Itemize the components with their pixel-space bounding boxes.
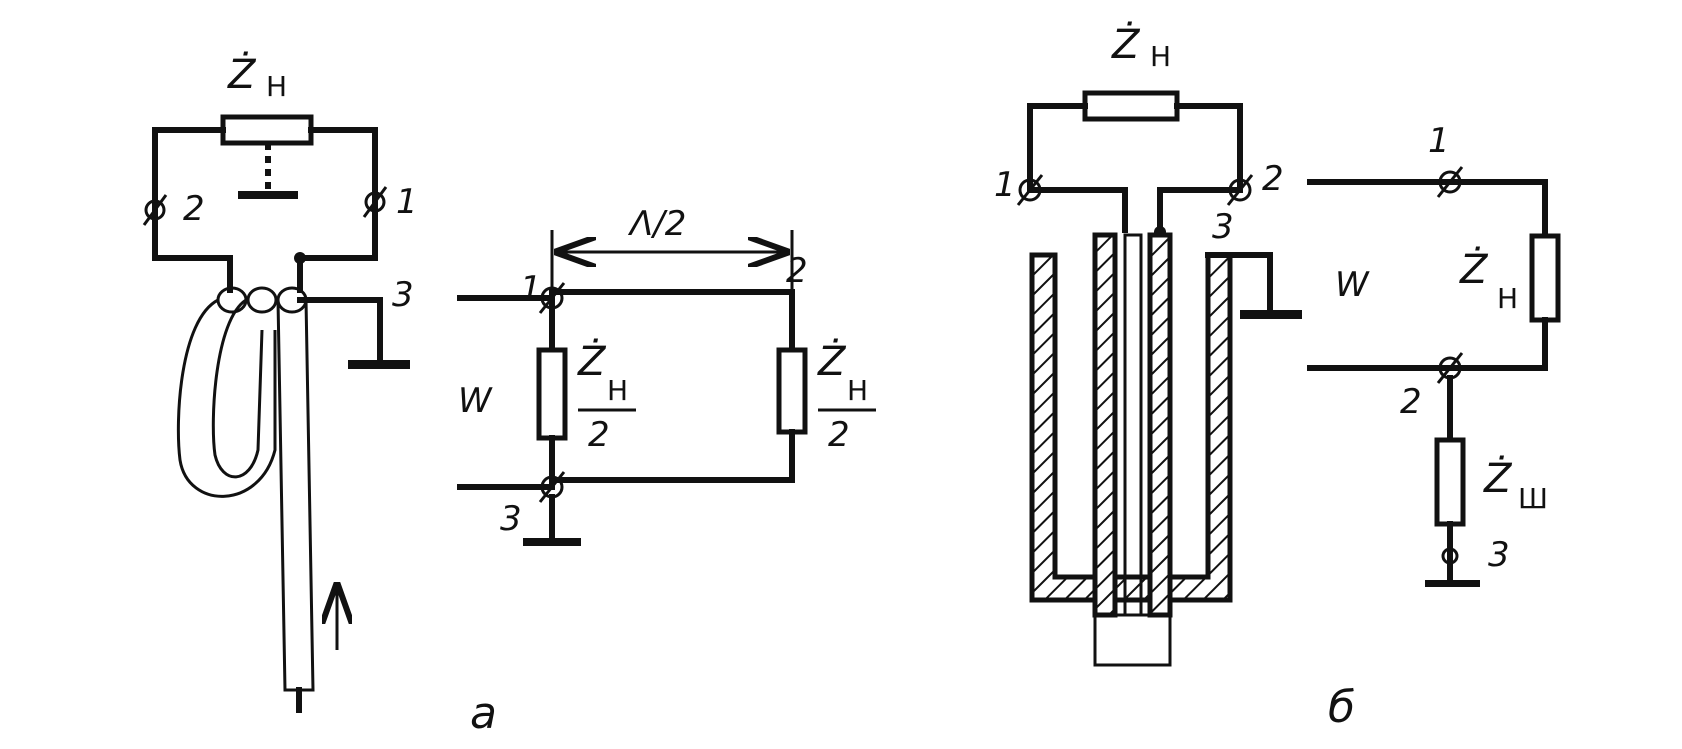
lambda-half-label: Λ/2 bbox=[627, 204, 686, 244]
terminal-slash bbox=[538, 471, 566, 503]
feed-coax-a bbox=[276, 299, 315, 692]
u-loop-inner bbox=[211, 298, 264, 479]
ground-bar-a bbox=[348, 360, 410, 369]
figure-a-equivalent-circuit: 1 2 Λ/2 3 W Ż H 2 bbox=[457, 204, 876, 546]
figure-b-equivalent-circuit: 1 2 W Ż H 3 Ż Ш bbox=[1307, 121, 1561, 587]
terminal-slash bbox=[142, 194, 168, 226]
zh-left-sub: H bbox=[607, 374, 628, 407]
coax-outer-left bbox=[1092, 232, 1118, 618]
zh-sub-a: H bbox=[266, 70, 287, 103]
terminal-slash bbox=[1016, 174, 1044, 206]
zh-sub-b: H bbox=[1150, 40, 1171, 73]
ground-bar-a-eq bbox=[523, 538, 581, 546]
node-2-label-b-eq: 2 bbox=[1400, 382, 1422, 422]
zh-sub-b-eq: H bbox=[1497, 282, 1518, 315]
zh-right-label: Ż bbox=[817, 337, 847, 385]
zh-resistor-b bbox=[1529, 233, 1561, 323]
terminal bbox=[1438, 170, 1462, 194]
coax-inner bbox=[1123, 233, 1143, 617]
wire-right-a bbox=[297, 127, 378, 293]
w-label-b: W bbox=[1335, 265, 1370, 305]
line-conductor bbox=[1447, 179, 1548, 239]
node-1-label-a-eq: 1 bbox=[520, 269, 542, 309]
node-1-label-b: 1 bbox=[994, 165, 1016, 205]
caption-b: б bbox=[1328, 682, 1355, 733]
terminal-slash bbox=[1436, 352, 1464, 384]
terminal bbox=[1018, 178, 1042, 202]
node-2-label-b: 2 bbox=[1262, 159, 1284, 199]
figure-a-balun-loop: Ż H 2 1 3 bbox=[142, 50, 418, 713]
ground-wire-b bbox=[1205, 252, 1273, 315]
coax-feed-end bbox=[1093, 613, 1172, 667]
zh-label-b: Ż bbox=[1111, 20, 1141, 68]
node-1-label-b-eq: 1 bbox=[1428, 121, 1450, 161]
zh-left-den: 2 bbox=[588, 415, 610, 455]
zsh-sub: Ш bbox=[1518, 482, 1548, 515]
node-3-label-a-eq: 3 bbox=[500, 499, 522, 539]
terminal-slash bbox=[1226, 174, 1254, 206]
node-1-label-a: 1 bbox=[396, 182, 418, 222]
ground-wire-a bbox=[297, 297, 383, 368]
terminal bbox=[1228, 178, 1252, 202]
node-3-label-a: 3 bbox=[392, 275, 414, 315]
cable-end bbox=[246, 286, 278, 314]
node-3-label-b: 3 bbox=[1212, 207, 1234, 247]
load-resistor-a bbox=[220, 114, 314, 146]
zsh-label: Ż bbox=[1483, 454, 1513, 502]
terminal-2-a bbox=[144, 199, 166, 221]
zh-label-b-eq: Ż bbox=[1459, 245, 1489, 293]
terminal-slash bbox=[362, 186, 388, 218]
node-2-label-a: 2 bbox=[183, 189, 205, 229]
terminal bbox=[1441, 547, 1459, 565]
wire-left-b bbox=[1027, 103, 1128, 233]
u-loop-outer bbox=[176, 298, 277, 498]
load-resistor-b bbox=[1082, 90, 1180, 122]
outer-sleeve bbox=[1029, 252, 1233, 603]
node-3-label-b-eq: 3 bbox=[1488, 535, 1510, 575]
caption-a: a bbox=[470, 688, 497, 739]
ground-bar-b bbox=[1240, 310, 1302, 319]
terminal-1-a bbox=[364, 191, 386, 213]
terminal-slash bbox=[538, 282, 566, 314]
zh-half-resistor-left bbox=[536, 347, 568, 441]
ground-bar-top-a bbox=[238, 191, 298, 199]
ground-bar-b-eq bbox=[1425, 580, 1480, 587]
zsh-resistor bbox=[1434, 437, 1466, 527]
line-conductor bbox=[1447, 317, 1548, 371]
node-2-label-a-eq: 2 bbox=[786, 251, 808, 291]
zh-left-label: Ż bbox=[577, 337, 607, 385]
zh-right-sub: H bbox=[847, 374, 868, 407]
terminal bbox=[540, 286, 564, 310]
zh-half-resistor-right bbox=[776, 347, 808, 435]
wire-left-a bbox=[152, 127, 233, 293]
zh-right-den: 2 bbox=[828, 415, 850, 455]
coax-outer-right bbox=[1147, 232, 1173, 618]
zh-label-a: Ż bbox=[227, 50, 257, 98]
w-label-a: W bbox=[458, 381, 493, 421]
figure-b-coax-balun: Ż H 1 2 3 bbox=[994, 20, 1302, 667]
terminal-slash bbox=[1436, 166, 1464, 198]
junction-dot-a bbox=[294, 252, 306, 264]
